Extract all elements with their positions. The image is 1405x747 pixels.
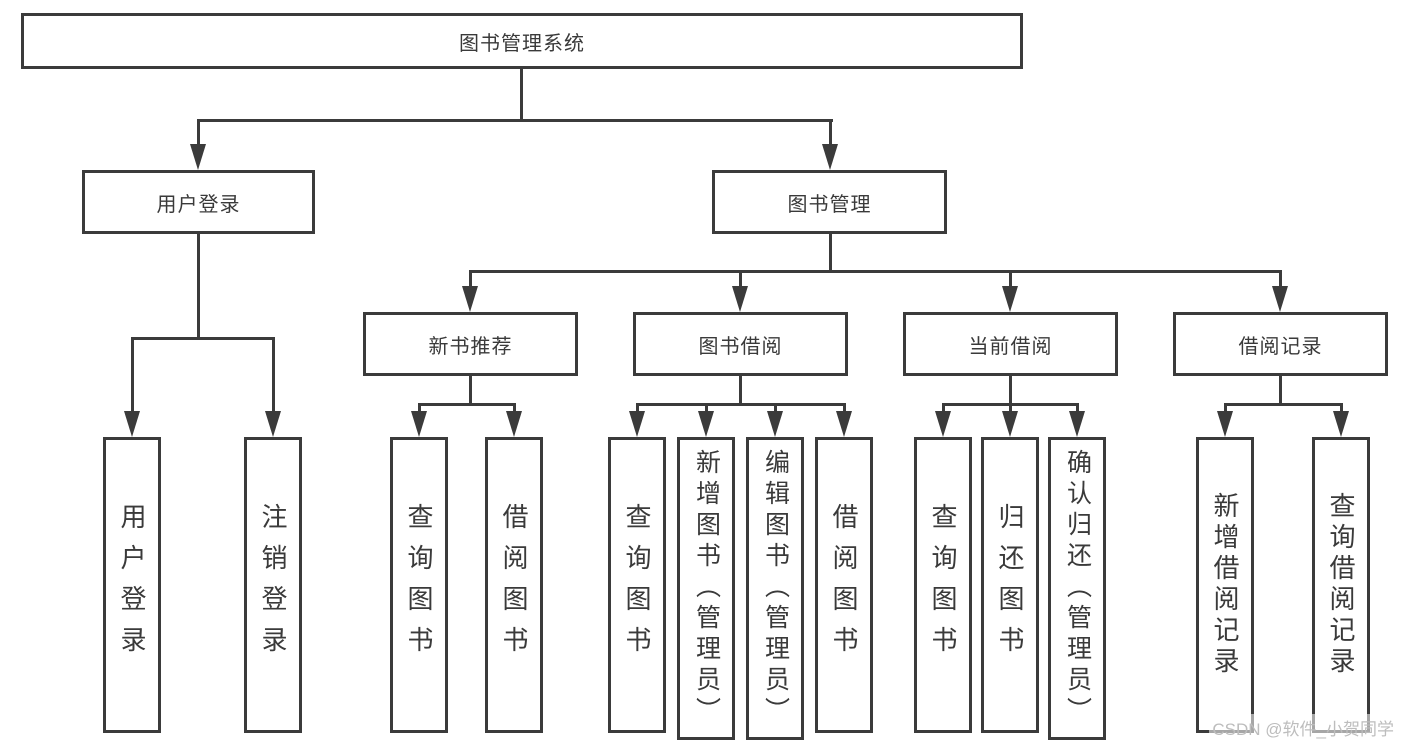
connector-line <box>942 403 945 413</box>
node-new-book-recommend-label: 新书推荐 <box>428 335 513 358</box>
connector-line <box>1076 403 1079 413</box>
leaf-recommend-query-book-label: 查询图书 <box>404 503 434 667</box>
connector-line <box>843 403 846 413</box>
connector-arrow <box>629 411 645 437</box>
connector-arrow <box>411 411 427 437</box>
leaf-user-login-label: 用户登录 <box>117 503 147 667</box>
leaf-query-borrow-record: 查询借阅记录 <box>1312 437 1370 733</box>
leaf-borrow-borrow-book: 借阅图书 <box>815 437 873 733</box>
connector-line <box>469 376 472 405</box>
watermark-text: CSDN @软件_小贺同学 <box>1209 714 1397 741</box>
connector-line <box>520 66 523 121</box>
leaf-query-borrow-record-label: 查询借阅记录 <box>1326 492 1356 678</box>
node-root-label: 图书管理系统 <box>459 32 585 55</box>
leaf-recommend-borrow-book-label: 借阅图书 <box>499 503 529 667</box>
leaf-return-book: 归还图书 <box>981 437 1039 733</box>
leaf-recommend-query-book: 查询图书 <box>390 437 448 733</box>
node-new-book-recommend: 新书推荐 <box>363 312 578 376</box>
connector-line <box>469 270 1282 273</box>
connector-line <box>705 403 708 413</box>
leaf-return-book-label: 归还图书 <box>995 503 1025 667</box>
leaf-borrow-query-book: 查询图书 <box>608 437 666 733</box>
connector-line <box>636 403 639 413</box>
leaf-recommend-borrow-book: 借阅图书 <box>485 437 543 733</box>
leaf-confirm-return-admin-label: 确认归还（管理员） <box>1063 449 1092 728</box>
leaf-borrow-query-book-label: 查询图书 <box>622 503 652 667</box>
connector-arrow <box>1002 411 1018 437</box>
leaf-add-book-admin: 新增图书（管理员） <box>677 437 735 740</box>
leaf-confirm-return-admin: 确认归还（管理员） <box>1048 437 1106 740</box>
node-root: 图书管理系统 <box>21 13 1023 69</box>
leaf-edit-book-admin: 编辑图书（管理员） <box>746 437 804 740</box>
node-current-borrow: 当前借阅 <box>903 312 1118 376</box>
connector-arrow <box>767 411 783 437</box>
connector-arrow <box>836 411 852 437</box>
connector-line <box>1224 403 1227 413</box>
connector-line <box>1009 270 1012 290</box>
leaf-add-borrow-record: 新增借阅记录 <box>1196 437 1254 733</box>
connector-line <box>1340 403 1343 413</box>
connector-arrow <box>822 144 838 170</box>
connector-line <box>636 403 846 406</box>
connector-line <box>197 119 200 147</box>
connector-line <box>131 337 275 340</box>
leaf-add-borrow-record-label: 新增借阅记录 <box>1210 492 1240 678</box>
connector-arrow <box>190 144 206 170</box>
connector-arrow <box>506 411 522 437</box>
connector-arrow <box>1217 411 1233 437</box>
leaf-edit-book-admin-label: 编辑图书（管理员） <box>761 449 790 728</box>
node-book-management: 图书管理 <box>712 170 947 234</box>
connector-line <box>418 403 421 413</box>
connector-arrow <box>265 411 281 437</box>
leaf-add-book-admin-label: 新增图书（管理员） <box>692 449 721 728</box>
node-book-management-label: 图书管理 <box>787 193 872 216</box>
connector-line <box>513 403 516 413</box>
connector-arrow <box>1272 286 1288 312</box>
connector-line <box>1009 403 1012 413</box>
connector-line <box>418 403 516 406</box>
connector-line <box>829 119 832 147</box>
leaf-current-query-book-label: 查询图书 <box>928 503 958 667</box>
connector-line <box>1279 270 1282 290</box>
leaf-logout-label: 注销登录 <box>258 503 288 667</box>
leaf-borrow-borrow-book-label: 借阅图书 <box>829 503 859 667</box>
connector-line <box>1279 376 1282 405</box>
leaf-user-login: 用户登录 <box>103 437 161 733</box>
node-borrow-records-label: 借阅记录 <box>1238 335 1323 358</box>
connector-arrow <box>732 286 748 312</box>
leaf-current-query-book: 查询图书 <box>914 437 972 733</box>
connector-arrow <box>124 411 140 437</box>
connector-arrow <box>462 286 478 312</box>
connector-arrow <box>698 411 714 437</box>
node-user-login: 用户登录 <box>82 170 315 234</box>
connector-line <box>739 270 742 290</box>
connector-line <box>272 337 275 413</box>
node-borrow-records: 借阅记录 <box>1173 312 1388 376</box>
connector-arrow <box>1069 411 1085 437</box>
connector-line <box>197 234 200 339</box>
node-book-borrow: 图书借阅 <box>633 312 848 376</box>
connector-line <box>131 337 134 413</box>
connector-line <box>774 403 777 413</box>
connector-arrow <box>1002 286 1018 312</box>
connector-arrow <box>1333 411 1349 437</box>
connector-arrow <box>935 411 951 437</box>
connector-line <box>197 119 833 122</box>
connector-line <box>739 376 742 405</box>
node-current-borrow-label: 当前借阅 <box>968 335 1053 358</box>
connector-line <box>1224 403 1343 406</box>
leaf-logout: 注销登录 <box>244 437 302 733</box>
node-user-login-label: 用户登录 <box>156 193 241 216</box>
connector-line <box>469 270 472 290</box>
connector-line <box>829 234 832 272</box>
node-book-borrow-label: 图书借阅 <box>698 335 783 358</box>
connector-line <box>1009 376 1012 405</box>
